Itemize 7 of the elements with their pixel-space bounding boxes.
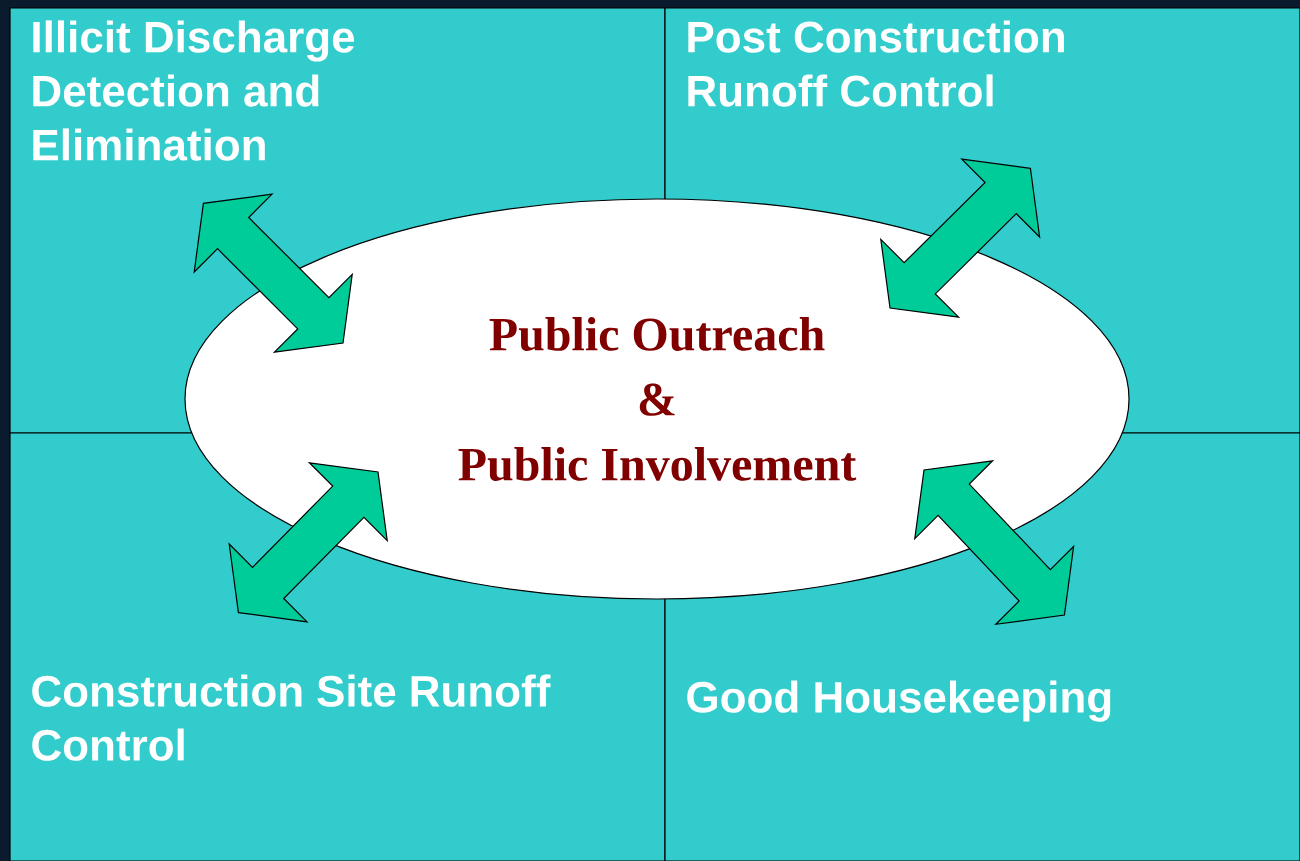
double-arrow — [879, 158, 1041, 319]
panel-heading: Construction Site Runoff Control — [32, 674, 551, 761]
double-arrow — [228, 461, 389, 623]
panel-heading: Good Housekeeping — [687, 680, 1111, 722]
double-arrow — [193, 193, 354, 354]
panel-heading: Illicit Discharge Detection and Elimination — [33, 20, 355, 161]
panel-heading: Post Construction Runoff Control — [688, 20, 1064, 107]
